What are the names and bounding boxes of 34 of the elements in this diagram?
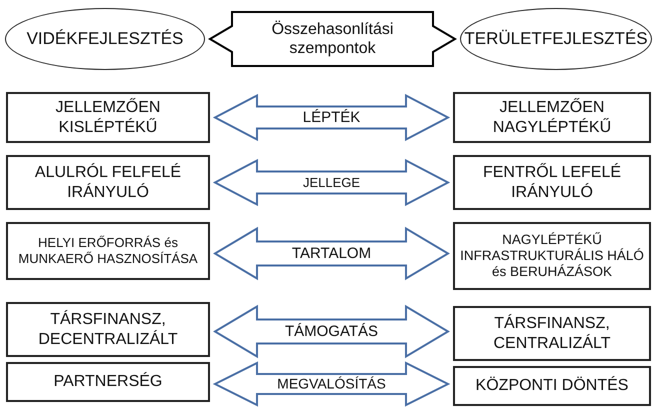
edge-label: LÉPTÉK <box>302 108 362 126</box>
box-text: NAGYLÉPTÉKŰ INFRASTRUKTURÁLIS HÁLÓ és BERUHÁZÁSOK <box>459 232 645 280</box>
box-text: JELLEMZŐEN KISLÉPTÉKŰ <box>54 98 162 137</box>
text-box <box>453 222 651 290</box>
edge-label: JELLEGE <box>302 174 362 190</box>
box-text: PARTNERSÉG <box>54 372 162 392</box>
text-box <box>6 92 210 143</box>
box-text: TÁRSFINANSZ, CENTRALIZÁLT <box>492 314 612 353</box>
box-text: TERÜLETFEJLESZTÉS <box>464 28 648 50</box>
box-text: JELLEMZŐEN NAGYLÉPTÉKŰ <box>492 98 612 137</box>
text-box <box>453 92 651 143</box>
text-box <box>453 155 651 210</box>
double-arrow <box>213 226 450 280</box>
double-arrow <box>213 304 450 358</box>
edge-label: TARTALOM <box>290 244 372 262</box>
double-arrow <box>212 94 450 142</box>
box-text: ALULRÓL FELFELÉ IRÁNYULÓ <box>34 163 182 202</box>
edge-label: Összehasonlítási szempontok <box>270 20 394 58</box>
text-box <box>6 155 210 210</box>
text-box <box>6 362 210 402</box>
double-arrow <box>212 158 450 206</box>
box-text: TÁRSFINANSZ, DECENTRALIZÁLT <box>37 310 179 349</box>
double-arrow <box>208 11 457 67</box>
text-box <box>6 302 210 357</box>
edge-label: TÁMOGATÁS <box>284 322 380 340</box>
double-arrow <box>212 361 450 407</box>
box-text: KÖZPONTI DÖNTÉS <box>476 376 628 396</box>
text-box <box>453 366 651 406</box>
text-box <box>453 306 651 361</box>
text-box <box>6 222 210 280</box>
box-text: FENTRŐL LEFELÉ IRÁNYULÓ <box>482 163 622 202</box>
edge-label: MEGVALÓSÍTÁS <box>276 376 387 392</box>
box-text: VIDÉKFEJLESZTÉS <box>26 28 184 50</box>
box-text: HELYI ERŐFORRÁS és MUNKAERŐ HASZNOSÍTÁSA <box>17 235 199 267</box>
